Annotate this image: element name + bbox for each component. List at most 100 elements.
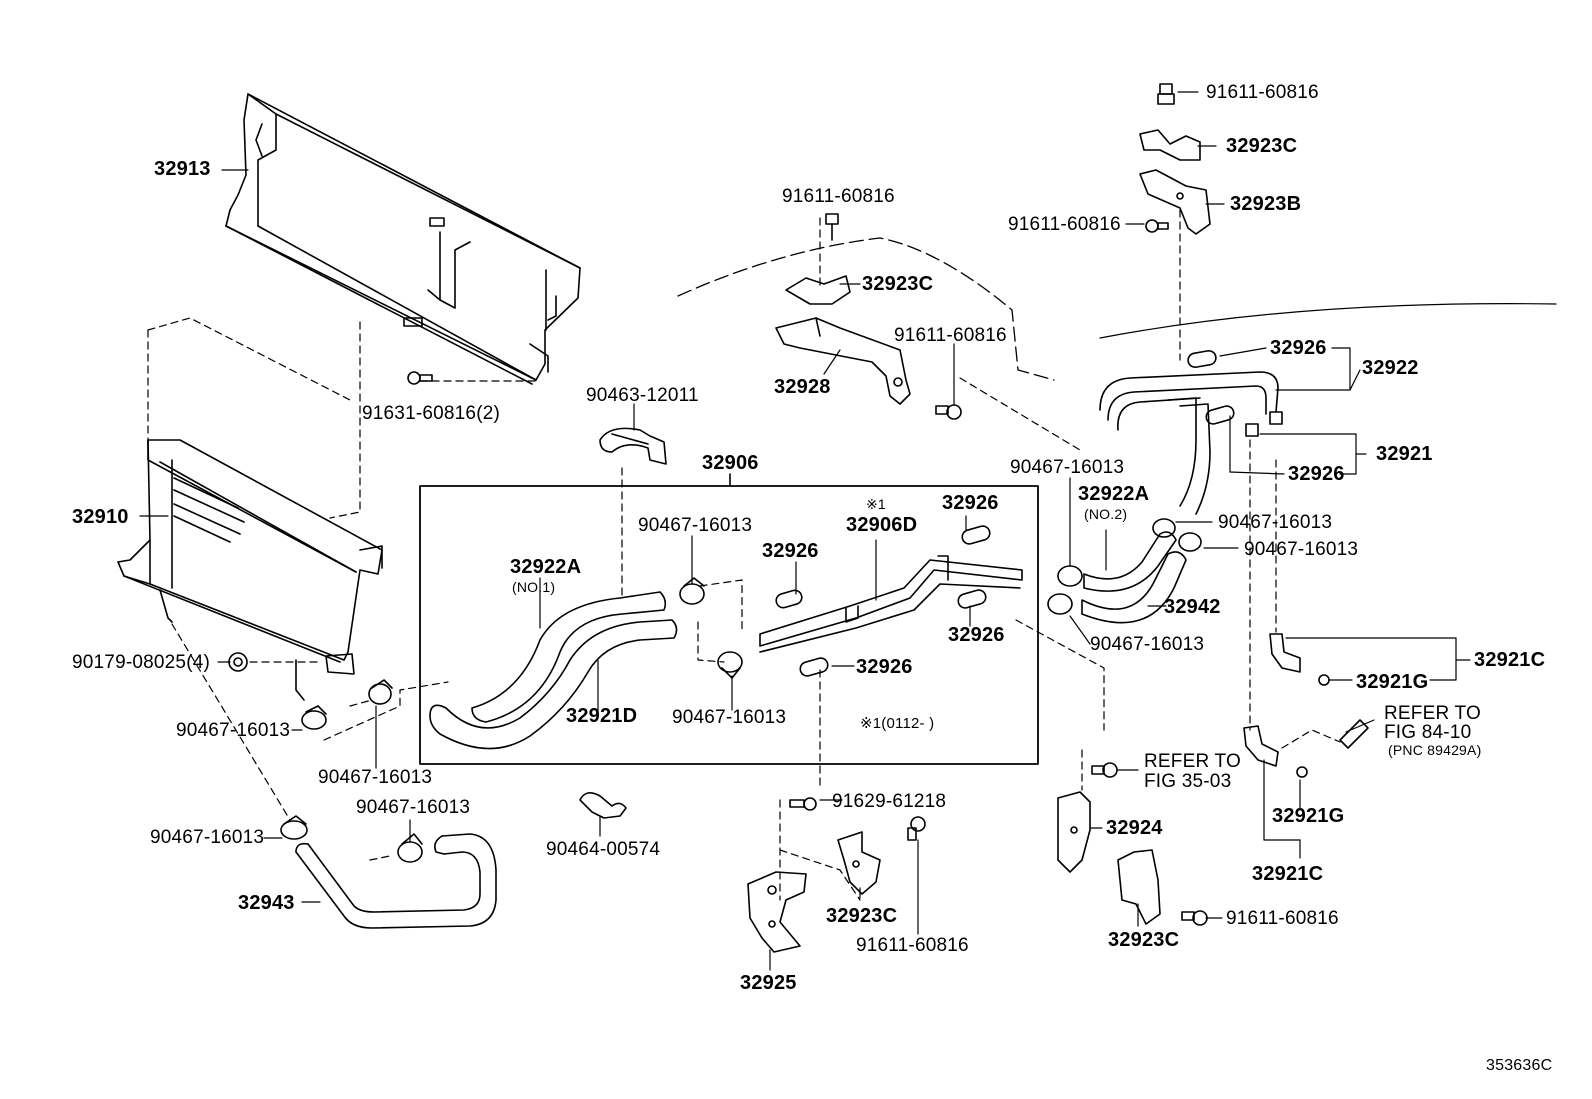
label-90467-16013-r1: 90467-16013	[1010, 457, 1125, 478]
label-32926-b1: 32926	[762, 540, 819, 562]
label-32923B: 32923B	[1230, 193, 1302, 215]
label-90467-16013-b1: 90467-16013	[638, 515, 753, 536]
bracket-32923C-top	[785, 275, 851, 305]
clamps-box	[679, 577, 743, 679]
label-32923C-r1: 32923C	[1226, 135, 1298, 157]
bolt-91611-r1	[1157, 83, 1175, 105]
bracket-32924	[1057, 791, 1091, 873]
label-90179-08025: 90179-08025(4)	[72, 652, 211, 673]
label-32906: 32906	[702, 452, 759, 474]
clip-90464	[579, 792, 627, 819]
label-32926-b3: 32926	[948, 624, 1005, 646]
label-32923C-r2: 32923C	[1108, 929, 1180, 951]
label-32924: 32924	[1106, 817, 1163, 839]
clamp-90463	[599, 427, 667, 465]
oil-cooler-32910	[117, 439, 383, 701]
label-32921G-1: 32921G	[1356, 671, 1429, 693]
label-32926-b4: 32926	[856, 656, 913, 678]
label-91611-60816-top: 91611-60816	[782, 186, 895, 207]
bolt-91611-r2	[1145, 219, 1169, 233]
label-91611-60816-top2: 91611-60816	[894, 325, 1007, 346]
label-refer-to-1: REFER TO	[1384, 703, 1481, 724]
label-91611-60816-r1: 91611-60816	[1206, 82, 1319, 103]
tube-32906D	[759, 555, 1023, 653]
label-32922A-no2: 32922A	[1078, 483, 1150, 505]
label-note-0112: ※1(0112- )	[860, 715, 935, 732]
body-edge	[1099, 303, 1557, 339]
label-32921C-1: 32921C	[1474, 649, 1546, 671]
label-32923C-top: 32923C	[862, 273, 934, 295]
bracket-32923C-r1	[1139, 129, 1201, 161]
bolt-refer-35-03	[1091, 762, 1118, 778]
bracket-32925	[747, 871, 807, 953]
label-90467-16013-l1: 90467-16013	[176, 720, 291, 741]
label-no2: (NO.2)	[1084, 506, 1128, 522]
label-32921: 32921	[1376, 443, 1433, 465]
label-32942: 32942	[1164, 596, 1221, 618]
assembly-box-32906	[419, 485, 1039, 765]
bracket-32923B	[1139, 169, 1211, 235]
label-91611-60816-r3: 91611-60816	[1226, 908, 1339, 929]
label-no1: (NO.1)	[512, 579, 556, 595]
label-90464-00574: 90464-00574	[546, 839, 661, 860]
label-91631-60816: 91631-60816(2)	[362, 403, 501, 424]
oring-32921G-1	[1318, 674, 1330, 686]
label-pnc-89429a: (PNC 89429A)	[1388, 742, 1482, 758]
label-fig-35-03: FIG 35-03	[1144, 771, 1232, 792]
label-90463-12011: 90463-12011	[586, 385, 699, 406]
label-32926-r2: 32926	[1288, 463, 1345, 485]
leader-lines	[139, 91, 1471, 971]
label-32910: 32910	[72, 506, 129, 528]
label-32926-b2: 32926	[942, 492, 999, 514]
label-32928: 32928	[774, 376, 831, 398]
bracket-32923C-r2	[1117, 849, 1161, 925]
bracket-32923C-mid	[837, 831, 881, 895]
elbow-32921C-1	[1269, 633, 1301, 673]
label-90467-16013-r4: 90467-16013	[1090, 634, 1205, 655]
label-90467-16013-r3: 90467-16013	[1244, 539, 1359, 560]
label-32921D: 32921D	[566, 705, 638, 727]
label-32922: 32922	[1362, 357, 1419, 379]
body-outline	[677, 237, 1055, 381]
label-91629-61218: 91629-61218	[832, 791, 947, 812]
label-32922A-no1: 32922A	[510, 556, 582, 578]
label-90467-16013-l4: 90467-16013	[150, 827, 265, 848]
label-note-mark: ※1	[866, 496, 886, 512]
oring-32921G-2	[1296, 766, 1308, 778]
figure-code: 353636C	[1486, 1057, 1553, 1074]
label-refer-to-2: REFER TO	[1144, 751, 1241, 772]
hose-32922A-no2	[1083, 531, 1177, 592]
tube-32922	[1099, 371, 1283, 515]
label-90467-16013-b2: 90467-16013	[672, 707, 787, 728]
short-hoses-32926-right	[1187, 349, 1235, 425]
radiator-cover-32913	[225, 93, 581, 385]
label-90467-16013-r2: 90467-16013	[1218, 512, 1333, 533]
label-91611-60816-r2: 91611-60816	[1008, 214, 1121, 235]
label-90467-16013-l3: 90467-16013	[356, 797, 471, 818]
fitting-89429A	[1339, 719, 1369, 749]
label-91611-60816-mid: 91611-60816	[856, 935, 969, 956]
hose-32921D	[429, 619, 678, 750]
label-32913: 32913	[154, 158, 211, 180]
label-90467-16013-l2: 90467-16013	[318, 767, 433, 788]
bolt-91611-top	[825, 213, 839, 241]
label-fig-84-10: FIG 84-10	[1384, 722, 1472, 743]
bolt-91631	[407, 371, 433, 385]
label-32925: 32925	[740, 972, 797, 994]
label-32923C-mid: 32923C	[826, 905, 898, 927]
bolts-mid	[789, 797, 926, 841]
nut-90179	[228, 652, 248, 672]
label-32943: 32943	[238, 892, 295, 914]
bolt-91611-top2	[935, 404, 962, 420]
short-hoses-32926	[775, 525, 991, 677]
hose-32943	[295, 833, 497, 929]
label-32921G-2: 32921G	[1272, 805, 1345, 827]
bracket-32928	[775, 317, 911, 405]
elbow-32921C-2	[1243, 725, 1279, 767]
label-32906D: 32906D	[846, 514, 918, 536]
label-32926-r1: 32926	[1270, 337, 1327, 359]
left-leader-dashes	[147, 209, 1341, 901]
label-32921C-2: 32921C	[1252, 863, 1324, 885]
